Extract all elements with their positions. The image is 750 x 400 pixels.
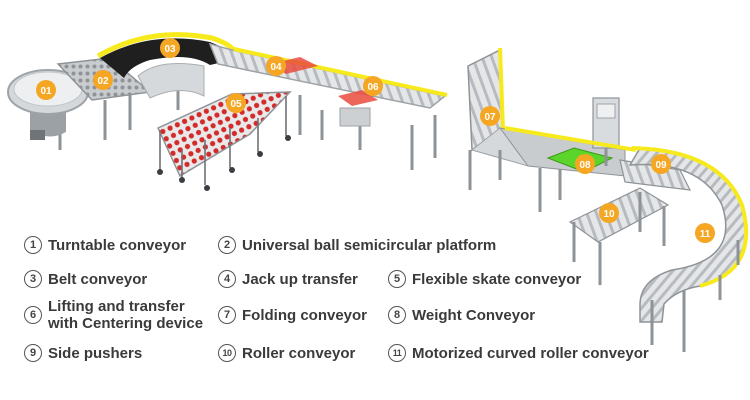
badge-08: 08 [575, 154, 595, 174]
legend-label: Universal ball semicircular platform [242, 236, 497, 254]
circled-six-icon: 6 [24, 306, 42, 324]
badge-05: 05 [226, 93, 246, 113]
svg-text:01: 01 [40, 86, 52, 97]
svg-text:05: 05 [230, 99, 242, 110]
legend-item-folding: 7 Folding conveyor [218, 306, 367, 324]
legend-item-motorized-curved: 11 Motorized curved roller conveyor [388, 344, 649, 362]
right-roller-runs [568, 159, 692, 285]
svg-text:04: 04 [270, 62, 282, 73]
legend-label: Side pushers [48, 344, 143, 362]
circled-ten-icon: 10 [218, 344, 236, 362]
legend-item-turntable: 1 Turntable conveyor [24, 236, 186, 254]
legend-label: Weight Conveyor [412, 306, 536, 324]
circled-seven-icon: 7 [218, 306, 236, 324]
svg-text:07: 07 [484, 112, 496, 123]
badge-09: 09 [651, 154, 671, 174]
badge-03: 03 [160, 38, 180, 58]
belt-conveyor [96, 32, 239, 99]
legend-label: Lifting and transfer with Centering devi… [48, 298, 203, 332]
motorized-curved-roller-conveyor [628, 146, 749, 352]
circled-two-icon: 2 [218, 236, 236, 254]
legend-label: Motorized curved roller conveyor [412, 344, 649, 362]
legend-item-belt: 3 Belt conveyor [24, 270, 147, 288]
legend-label: Roller conveyor [242, 344, 356, 362]
badge-04: 04 [266, 56, 286, 76]
circled-eleven-icon: 11 [388, 344, 406, 362]
circled-nine-icon: 9 [24, 344, 42, 362]
badge-06: 06 [363, 76, 383, 96]
legend-item-roller: 10 Roller conveyor [218, 344, 355, 362]
svg-text:10: 10 [603, 209, 615, 220]
legend-label-line2: with Centering device [48, 315, 204, 332]
svg-text:02: 02 [97, 76, 109, 87]
legend-label: Turntable conveyor [48, 236, 187, 254]
legend-label-line1: Lifting and transfer [48, 298, 185, 315]
legend-item-lifting-transfer: 6 Lifting and transfer with Centering de… [24, 298, 203, 332]
legend-label: Jack up transfer [242, 270, 358, 288]
badge-02: 02 [93, 70, 113, 90]
svg-text:06: 06 [367, 82, 379, 93]
circled-eight-icon: 8 [388, 306, 406, 324]
circled-three-icon: 3 [24, 270, 42, 288]
legend-label: Folding conveyor [242, 306, 368, 324]
svg-text:11: 11 [700, 229, 711, 240]
legend-item-weight: 8 Weight Conveyor [388, 306, 535, 324]
svg-text:09: 09 [655, 160, 667, 171]
badge-07: 07 [480, 106, 500, 126]
circled-four-icon: 4 [218, 270, 236, 288]
legend-label: Flexible skate conveyor [412, 270, 582, 288]
badge-01: 01 [36, 80, 56, 100]
legend-item-jack-up: 4 Jack up transfer [218, 270, 358, 288]
legend-label: Belt conveyor [48, 270, 148, 288]
badge-11: 11 [695, 223, 715, 243]
circled-one-icon: 1 [24, 236, 42, 254]
legend-item-side-pushers: 9 Side pushers [24, 344, 142, 362]
flexible-skate-conveyor [157, 91, 292, 191]
badge-10: 10 [599, 203, 619, 223]
circled-five-icon: 5 [388, 270, 406, 288]
legend-item-ball-platform: 2 Universal ball semicircular platform [218, 236, 496, 254]
legend-item-flexible-skate: 5 Flexible skate conveyor [388, 270, 581, 288]
svg-text:08: 08 [579, 160, 591, 171]
svg-text:03: 03 [164, 44, 176, 55]
